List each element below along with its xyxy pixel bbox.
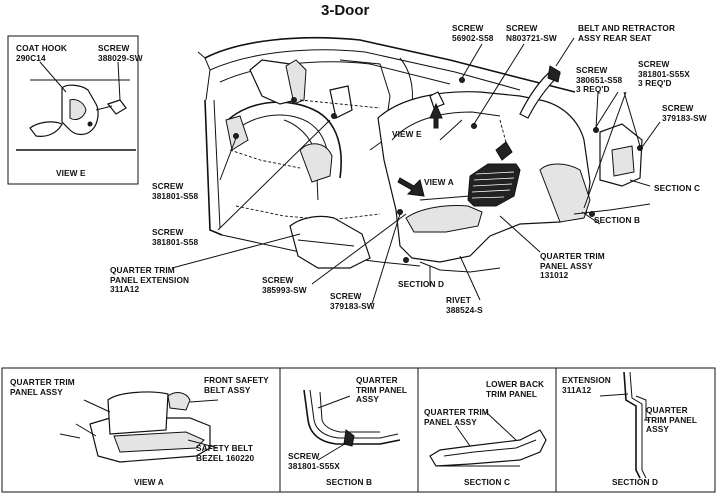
leader-lines: [171, 37, 661, 305]
section-d-quarter-trim: QUARTER TRIM PANEL ASSY: [646, 405, 698, 434]
label-screw-56902: SCREW 56902-S58: [452, 23, 494, 43]
label-screw-381801-s58-b: SCREW 381801-S58: [152, 227, 199, 247]
label-coat-hook: COAT HOOK 290C14: [16, 43, 67, 63]
label-view-e-inset: VIEW E: [56, 168, 86, 178]
label-screw-388029: SCREW 388029-SW: [98, 43, 143, 63]
label-screw-n803721: SCREW N803721-SW: [506, 23, 557, 43]
label-quarter-trim-extension: QUARTER TRIM PANEL EXTENSION 311A12: [110, 265, 190, 294]
label-screw-385993: SCREW 385993-SW: [262, 275, 307, 295]
label-view-e: VIEW E: [392, 129, 422, 139]
label-section-c: SECTION C: [654, 183, 701, 193]
label-quarter-trim-assy: QUARTER TRIM PANEL ASSY 131012: [540, 251, 605, 280]
section-b-caption: SECTION B: [326, 477, 373, 487]
view-a-quarter-trim: QUARTER TRIM PANEL ASSY: [10, 377, 75, 397]
bottom-panels: [1, 367, 716, 493]
section-d-caption: SECTION D: [612, 477, 659, 487]
label-section-d: SECTION D: [398, 279, 445, 289]
label-rivet: RIVET 388524-S: [446, 295, 483, 315]
section-d-drawing: [599, 371, 650, 479]
section-c-caption: SECTION C: [464, 477, 511, 487]
section-b-drawing: [303, 389, 401, 461]
speaker-grille-icon: [467, 163, 521, 207]
label-screw-379183-right: SCREW 379183-SW: [662, 103, 707, 123]
view-a-drawing: [59, 391, 219, 463]
section-c-drawing: [429, 411, 547, 467]
section-b-quarter-trim: QUARTER TRIM PANEL ASSY: [356, 375, 408, 404]
label-section-b: SECTION B: [594, 215, 641, 225]
label-belt-retractor: BELT AND RETRACTOR ASSY REAR SEAT: [578, 23, 676, 43]
view-a-front-belt: FRONT SAFETY BELT ASSY: [204, 375, 269, 395]
view-a-caption: VIEW A: [134, 477, 164, 487]
section-c-quarter-trim: QUARTER TRIM PANEL ASSY: [424, 407, 489, 427]
section-b-screw: SCREW 381801-S55X: [288, 451, 340, 471]
view-e-inset: [7, 35, 139, 185]
label-screw-379183-bottom: SCREW 379183-SW: [330, 291, 375, 311]
section-d-extension: EXTENSION 311A12: [562, 375, 611, 395]
body-structure: [197, 36, 576, 267]
label-view-a: VIEW A: [424, 177, 454, 187]
label-screw-381801-s55x: SCREW 381801-S55X 3 REQ'D: [638, 59, 690, 88]
page-title: 3-Door: [321, 2, 370, 19]
label-screw-380651: SCREW 380651-S58 3 REQ'D: [576, 65, 623, 94]
label-screw-381801-s58-a: SCREW 381801-S58: [152, 181, 199, 201]
view-a-bezel: SAFETY BELT BEZEL 160220: [196, 443, 255, 463]
section-c-lower-back: LOWER BACK TRIM PANEL: [486, 379, 545, 399]
